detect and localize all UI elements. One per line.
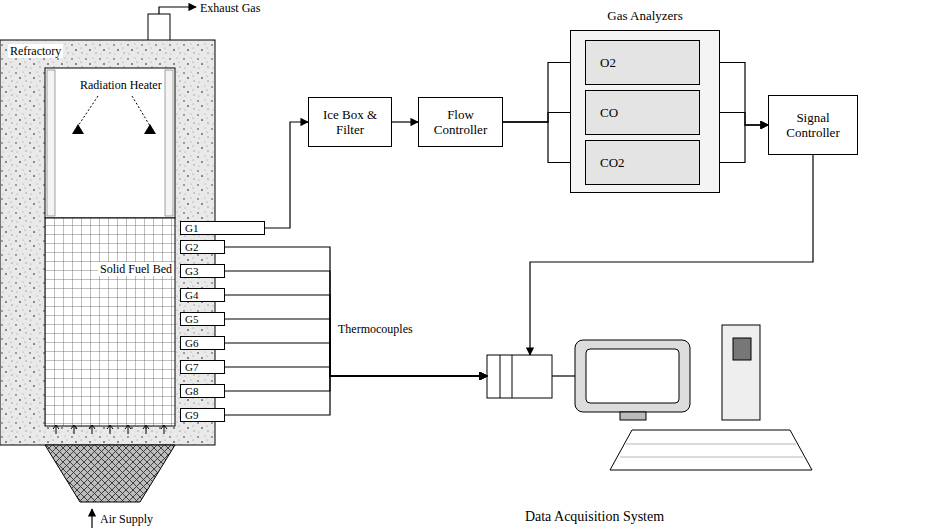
air-arrow <box>53 425 59 434</box>
node-text: G2 <box>185 241 198 253</box>
node-text: G4 <box>185 289 198 301</box>
node-text: CO2 <box>600 155 625 170</box>
thermocouple-probe: G6 <box>180 336 225 350</box>
air-supply-arrow <box>91 509 92 528</box>
connector <box>265 122 308 228</box>
connector <box>225 376 487 415</box>
keyboard-keys <box>620 444 803 457</box>
radiation-head <box>72 124 84 134</box>
part-name: Solid Fuel Bed <box>98 262 174 276</box>
analyzer-box: CO2 <box>585 140 700 185</box>
heater-chamber <box>45 68 175 218</box>
air-plenum <box>45 445 175 502</box>
connector <box>225 376 487 391</box>
drive-bay <box>733 338 751 360</box>
node-text: G9 <box>185 409 198 421</box>
process-box: Flow Controller <box>418 97 503 147</box>
node-text: G3 <box>185 265 198 277</box>
group-heading: Gas Analyzers <box>570 8 720 24</box>
part-name: Radiation Heater <box>78 78 164 92</box>
air-arrow <box>143 425 149 434</box>
thermocouple-probe: G3 <box>180 264 225 278</box>
radiation-heater-panel <box>165 70 173 216</box>
air-arrow <box>89 425 95 434</box>
node-text: Ice Box & Filter <box>313 107 387 137</box>
thermocouple-probe: G1 <box>180 221 265 235</box>
exhaust-arrow <box>159 7 196 14</box>
connector <box>225 343 487 376</box>
connector <box>225 247 487 376</box>
node-text: G5 <box>185 313 198 325</box>
analyzer-group: Gas AnalyzersO2CO CO2 <box>570 4 720 193</box>
exhaust-stack <box>148 14 170 42</box>
keyboard <box>610 430 812 470</box>
connector <box>225 295 487 376</box>
node-text: Flow Controller <box>423 107 498 137</box>
node-text: G6 <box>185 337 198 349</box>
radiation-ray <box>78 96 98 126</box>
process-box: Ice Box & Filter <box>308 97 392 147</box>
monitor-stand <box>620 412 646 420</box>
air-arrow <box>125 425 131 434</box>
radiation-heater-panel <box>47 70 55 216</box>
flow-label: Exhaust Gas <box>200 1 260 15</box>
thermocouple-probe: G4 <box>180 288 225 302</box>
monitor <box>575 340 690 412</box>
node-text: CO <box>600 105 618 120</box>
node-text: G7 <box>185 361 198 373</box>
monitor-cable <box>552 375 575 376</box>
radiation-head <box>144 124 156 134</box>
daq-module-slot <box>500 355 512 398</box>
computer-tower <box>722 325 760 420</box>
process-box: Signal Controller <box>768 95 858 155</box>
thermocouple-probe: G2 <box>180 240 225 254</box>
thermocouple-probe: G9 <box>180 408 225 422</box>
thermocouple-probe: G8 <box>180 384 225 398</box>
air-arrow <box>71 425 77 434</box>
analyzer-box: CO <box>585 90 700 135</box>
signal-name: Thermocouples <box>338 322 413 336</box>
air-arrow <box>107 425 113 434</box>
thermocouple-probe: G5 <box>180 312 225 326</box>
node-text: G1 <box>185 222 198 234</box>
node-text: O2 <box>600 55 616 70</box>
air-arrow <box>161 425 167 434</box>
node-text: Data Acquisition System <box>525 509 664 525</box>
daq-module <box>487 355 552 398</box>
flow-label: Air Supply <box>100 512 153 526</box>
daq-system: Data Acquisition System <box>487 355 702 527</box>
thermocouple-probe: G7 <box>180 360 225 374</box>
connector <box>225 271 487 376</box>
air-inlet-arrows <box>53 425 167 434</box>
connector <box>225 367 487 376</box>
monitor-screen <box>586 349 679 403</box>
node-text: Signal Controller <box>773 110 853 140</box>
radiation-ray <box>132 96 150 126</box>
part-name: Refractory <box>8 44 63 58</box>
node-text: G8 <box>185 385 198 397</box>
connector <box>392 121 418 122</box>
connector <box>225 319 487 376</box>
analyzer-box: O2 <box>585 40 700 85</box>
fuel-bed-grid <box>45 218 175 426</box>
